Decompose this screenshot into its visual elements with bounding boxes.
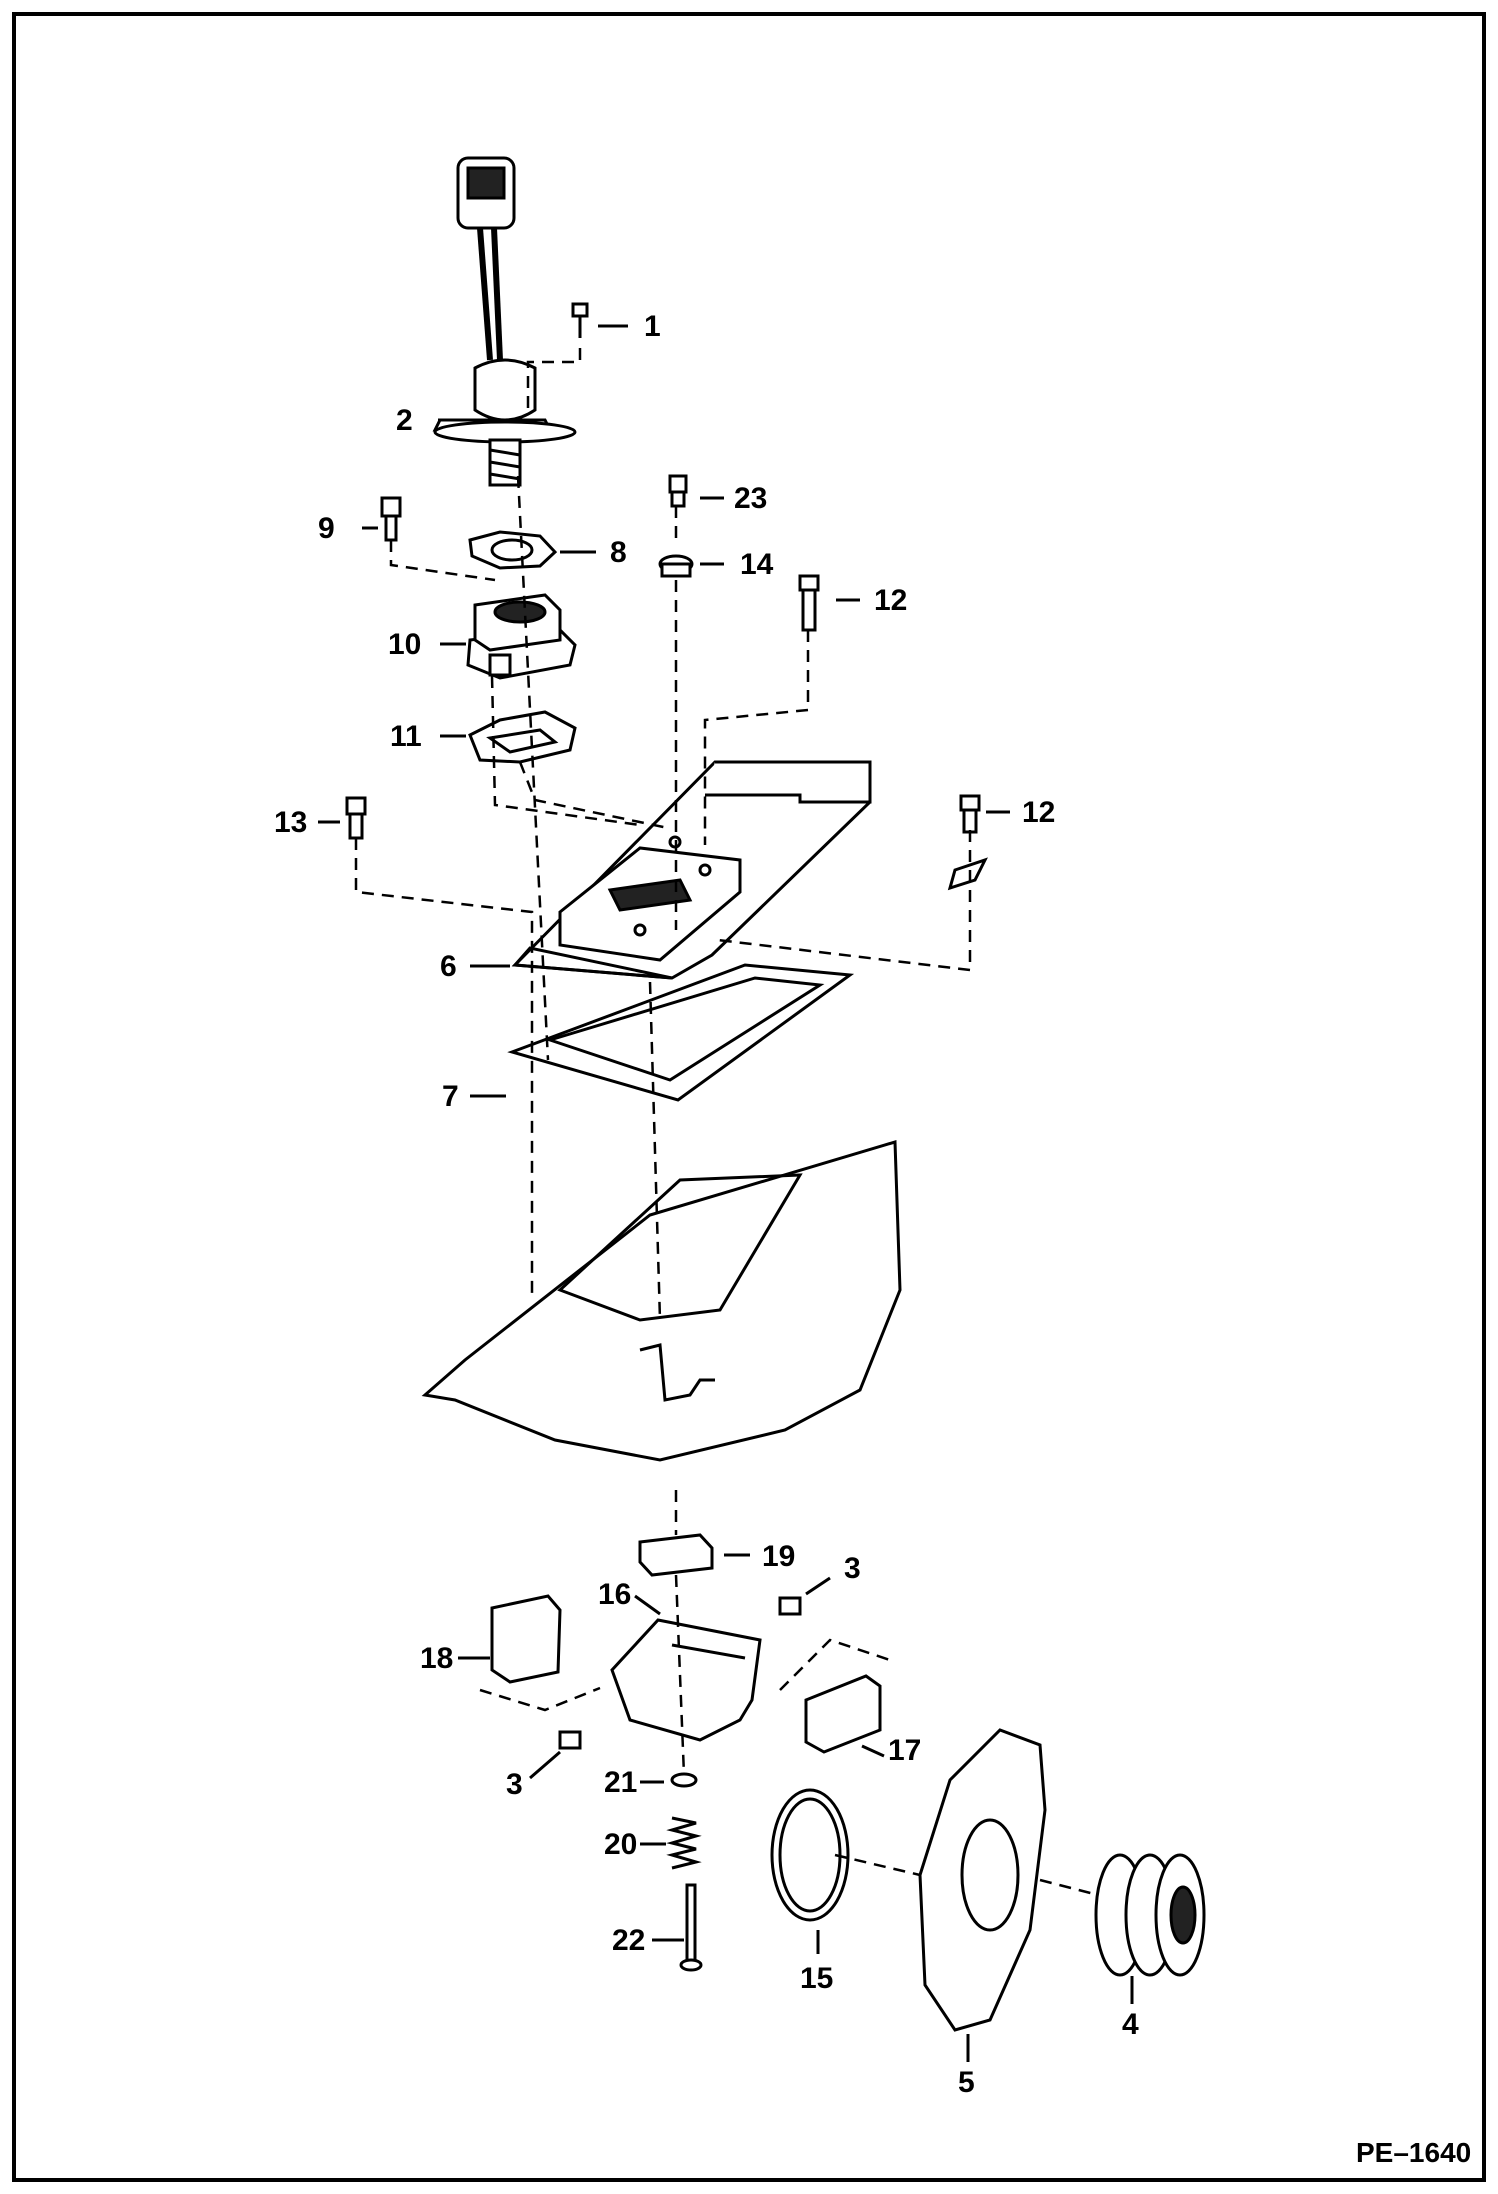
- callout-8: 8: [610, 536, 627, 569]
- callout-18: 18: [420, 1642, 453, 1675]
- part-washer-21: [670, 1772, 698, 1788]
- part-bolt-3-lower: [558, 1730, 582, 1750]
- callout-22: 22: [612, 1924, 645, 1957]
- part-pin-22: [679, 1883, 703, 1972]
- part-valve-body-10: [466, 593, 577, 680]
- callout-6: 6: [440, 950, 457, 983]
- part-bolt-12-lower: [947, 794, 988, 891]
- callout-10: 10: [388, 628, 421, 661]
- part-nut-14: [658, 554, 694, 578]
- callout-20: 20: [604, 1828, 637, 1861]
- callout-3-lower: 3: [506, 1768, 523, 1801]
- part-screw-1: [571, 302, 589, 338]
- part-sprocket-4: [1094, 1853, 1206, 1977]
- part-bolt-3-upper: [778, 1596, 802, 1616]
- part-block-19: [638, 1533, 714, 1577]
- part-solenoid: [432, 156, 577, 487]
- part-bolt-9: [380, 496, 402, 542]
- callout-19: 19: [762, 1540, 795, 1573]
- callout-12-lower: 12: [1022, 796, 1055, 829]
- part-block-17: [804, 1674, 882, 1754]
- machine-frame: [421, 1140, 902, 1462]
- part-disc-5: [918, 1728, 1047, 2032]
- callout-7: 7: [442, 1080, 459, 1113]
- part-bracket-16: [610, 1618, 762, 1742]
- part-spring-20: [666, 1816, 702, 1870]
- callout-17: 17: [888, 1734, 921, 1767]
- assembly-guide-lines: [354, 348, 1099, 1897]
- callout-14: 14: [740, 548, 774, 581]
- part-gasket-7: [507, 963, 855, 1102]
- part-plate-6: [511, 760, 872, 980]
- part-gasket-11: [468, 710, 577, 764]
- callout-leaders: [318, 324, 1134, 2062]
- callout-15: 15: [800, 1962, 833, 1995]
- callout-21: 21: [604, 1766, 637, 1799]
- part-block-18: [490, 1594, 562, 1684]
- part-fitting-23: [668, 474, 688, 508]
- callout-16: 16: [598, 1578, 631, 1611]
- part-bolt-13: [345, 796, 367, 840]
- callout-12-upper: 12: [874, 584, 907, 617]
- callout-4: 4: [1122, 2008, 1139, 2041]
- part-gasket-8: [468, 530, 558, 570]
- figure-reference: PE–1640: [1356, 2137, 1471, 2168]
- callout-5: 5: [958, 2066, 975, 2099]
- part-bolt-12-upper: [798, 574, 820, 632]
- callout-11: 11: [390, 720, 422, 753]
- page-frame: [12, 12, 1486, 2182]
- callout-1: 1: [644, 310, 661, 343]
- callout-2: 2: [396, 404, 413, 437]
- callout-23: 23: [734, 482, 767, 515]
- callout-3-upper: 3: [844, 1552, 861, 1585]
- callout-labels: 1 2 3 3 4 5 6 7 8 9 10 11 12 12 13 14 15…: [274, 310, 1139, 2099]
- callout-13: 13: [274, 806, 307, 839]
- callout-9: 9: [318, 512, 335, 545]
